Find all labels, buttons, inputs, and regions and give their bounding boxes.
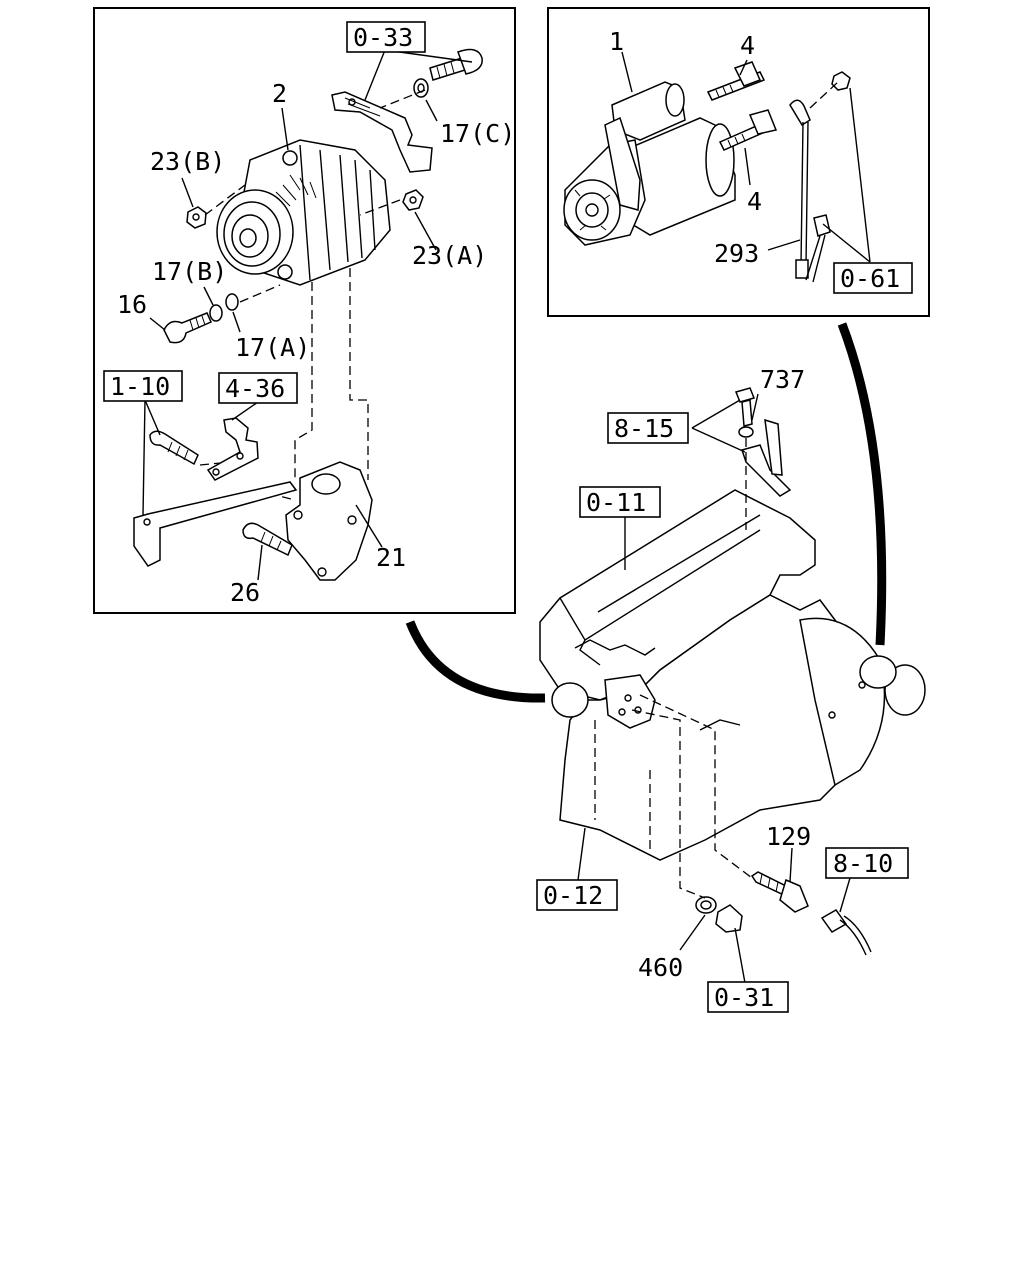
mounting-bracket-21 <box>285 461 373 581</box>
washer-17c <box>413 78 429 98</box>
part-label-4-top: 4 <box>740 31 755 60</box>
starter-detail-frame <box>547 7 930 317</box>
part-label-17a: 17(A) <box>235 333 310 362</box>
drain-plug <box>715 904 743 933</box>
nut-23a <box>402 189 424 211</box>
ref-label-0-33: 0-33 <box>353 23 413 52</box>
part-label-129: 129 <box>766 822 811 851</box>
sensor-129 <box>750 871 809 913</box>
callout-arc-left <box>405 620 546 703</box>
ref-label-1-10: 1-10 <box>110 372 170 401</box>
bolt-737 <box>734 387 756 438</box>
part-label-21: 21 <box>376 543 406 572</box>
callout-arc-right <box>837 322 887 646</box>
ref-box-8-15[interactable]: 8-15 <box>607 412 689 444</box>
part-label-23a: 23(A) <box>412 241 487 270</box>
ref-box-1-10[interactable]: 1-10 <box>103 370 183 402</box>
washer-17a <box>225 293 239 311</box>
part-label-26: 26 <box>230 578 260 607</box>
upper-bolt <box>429 48 483 81</box>
ref-box-0-61[interactable]: 0-61 <box>833 262 913 294</box>
nut-23b <box>186 206 207 229</box>
ground-cable <box>789 99 811 279</box>
bolt-1-10 <box>149 430 199 466</box>
ref-label-0-12: 0-12 <box>543 881 603 910</box>
part-label-23b: 23(B) <box>150 147 225 176</box>
part-label-460: 460 <box>638 953 683 982</box>
ref-label-8-10: 8-10 <box>833 849 893 878</box>
bolt-26 <box>242 522 293 557</box>
ref-label-0-31: 0-31 <box>714 983 774 1012</box>
ref-label-8-15: 8-15 <box>614 414 674 443</box>
alternator <box>216 139 391 286</box>
ref-label-0-61: 0-61 <box>840 264 900 293</box>
starter-motor <box>563 81 736 246</box>
upper-bracket <box>331 91 433 173</box>
cable-washer <box>831 71 851 91</box>
bolt-16 <box>163 312 212 344</box>
part-label-293: 293 <box>714 239 759 268</box>
ref-box-0-33[interactable]: 0-33 <box>346 21 426 53</box>
ref-box-0-31[interactable]: 0-31 <box>707 981 789 1013</box>
engine-block <box>539 489 926 861</box>
starter-bolt-lower <box>718 109 778 151</box>
part-label-17c: 17(C) <box>440 119 515 148</box>
part-label-4-bottom: 4 <box>747 187 762 216</box>
starter-bolt-upper <box>706 61 766 101</box>
washer-17b <box>209 304 223 322</box>
part-label-2: 2 <box>272 79 287 108</box>
engine-bracket <box>741 418 792 497</box>
cable-bolt <box>805 214 831 283</box>
ref-box-0-12[interactable]: 0-12 <box>536 879 618 911</box>
ref-label-4-36: 4-36 <box>225 374 285 403</box>
connector-8-10 <box>820 909 872 956</box>
ref-box-4-36[interactable]: 4-36 <box>218 372 298 404</box>
ref-label-0-11: 0-11 <box>586 488 646 517</box>
part-label-737: 737 <box>760 365 805 394</box>
part-label-16: 16 <box>117 290 147 319</box>
adjusting-bracket <box>206 417 259 481</box>
lower-bracket <box>133 481 298 567</box>
alternator-detail-frame <box>93 7 516 614</box>
part-label-1: 1 <box>609 27 624 56</box>
ref-box-8-10[interactable]: 8-10 <box>825 847 909 879</box>
part-label-17b: 17(B) <box>152 257 227 286</box>
ref-box-0-11[interactable]: 0-11 <box>579 486 661 518</box>
oring-460 <box>695 896 717 914</box>
